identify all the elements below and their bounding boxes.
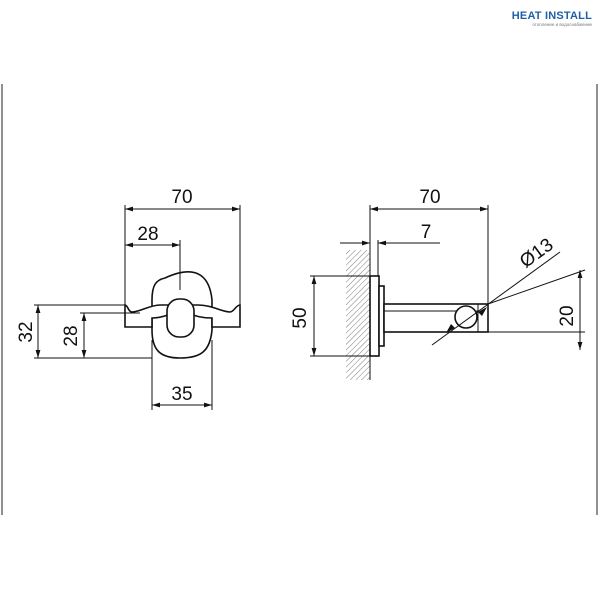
dim-70-front: 70 [171,187,192,208]
dim-line-diameter [431,251,561,346]
dim-35-front: 35 [171,384,192,405]
dim-diameter-side: Ø13 [516,234,557,272]
side-base-plate [369,275,380,357]
front-hub [166,298,195,338]
side-view: 70 7 50 20 Ø13 [290,187,586,380]
dim-32-front: 32 [16,321,37,342]
brand-tagline: отопление и водоснабжение [532,22,592,27]
dim-7-side: 7 [421,222,432,243]
brand-logo: HEAT INSTALL отопление и водоснабжение [512,10,592,27]
dim-50-side: 50 [290,307,311,328]
front-view: 70 28 35 32 28 [16,187,241,410]
brand-name: HEAT INSTALL [511,10,592,22]
side-round-end [454,305,478,329]
dim-70-side: 70 [419,187,440,208]
dim-28-front: 28 [137,224,158,245]
wall-hatch [346,250,370,380]
dim-28v-front: 28 [61,325,82,346]
dim-20-side: 20 [557,305,578,326]
